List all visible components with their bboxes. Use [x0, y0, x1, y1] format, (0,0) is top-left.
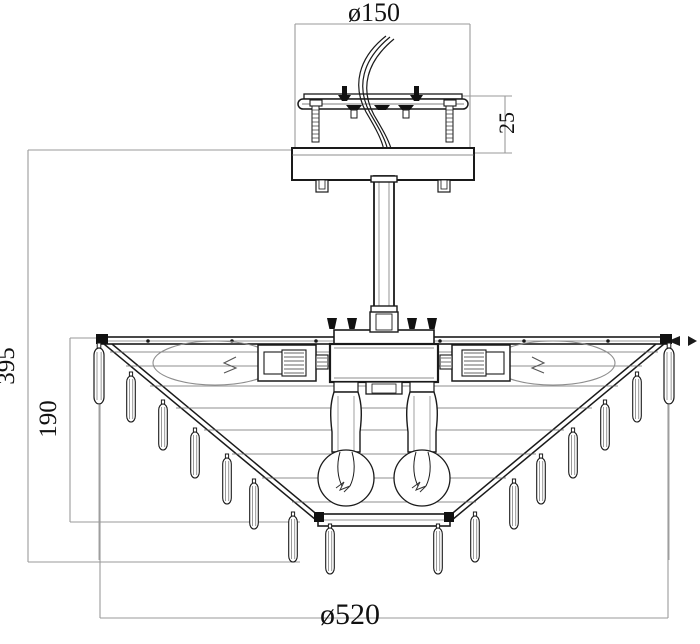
ceiling-mounting-bracket — [297, 86, 469, 110]
dimension-label-25: 25 — [494, 112, 519, 134]
canopy-foot — [315, 179, 329, 193]
down-lamp-left — [317, 381, 375, 507]
bracket-pin — [338, 86, 351, 101]
screw-long-right — [443, 99, 457, 143]
screw-long-left — [309, 99, 323, 143]
screw-short-left — [346, 105, 362, 119]
screw-center — [374, 105, 390, 110]
dimension-arrowheads — [668, 336, 697, 346]
ceiling-canopy-box — [291, 147, 475, 193]
canopy-foot — [437, 179, 451, 193]
down-lamp-right — [393, 381, 451, 507]
mounting-screws — [309, 99, 457, 143]
cone-shade-outline — [103, 343, 665, 521]
dimension-label-dia150: ø150 — [348, 0, 400, 27]
drop-rod — [370, 175, 398, 315]
horizontal-lamp-left — [152, 340, 329, 386]
bracket-pin — [410, 86, 423, 101]
dimension-label-dia520: ø520 — [320, 598, 380, 631]
dimension-label-190: 190 — [34, 400, 62, 438]
dimension-label-395: 395 — [0, 347, 20, 385]
horizontal-lamp-right — [439, 340, 616, 386]
pendant-threads — [98, 404, 670, 560]
center-hub — [328, 311, 440, 395]
lower-frame-bar — [314, 512, 454, 527]
screw-short-right — [398, 105, 414, 119]
